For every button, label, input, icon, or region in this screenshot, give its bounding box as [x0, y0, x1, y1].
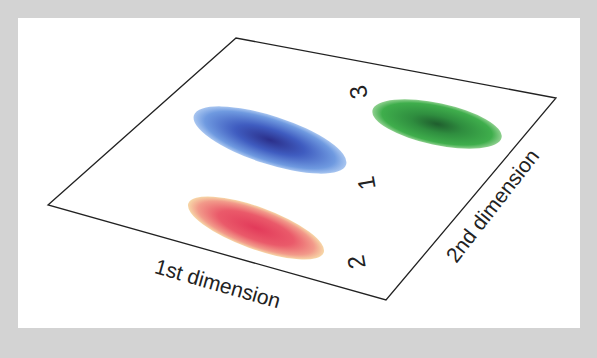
gel-plate — [48, 38, 556, 300]
callout-number: 1 — [353, 174, 379, 191]
green-spot — [368, 90, 506, 159]
white-panel — [18, 18, 580, 328]
axis-label: 2nd dimension — [441, 145, 542, 266]
callout-number: 2 — [343, 253, 369, 270]
blue-spot — [186, 92, 353, 187]
callout-number: 3 — [345, 83, 371, 100]
red-spot — [181, 184, 331, 273]
axis-label: 1st dimension — [153, 255, 283, 311]
